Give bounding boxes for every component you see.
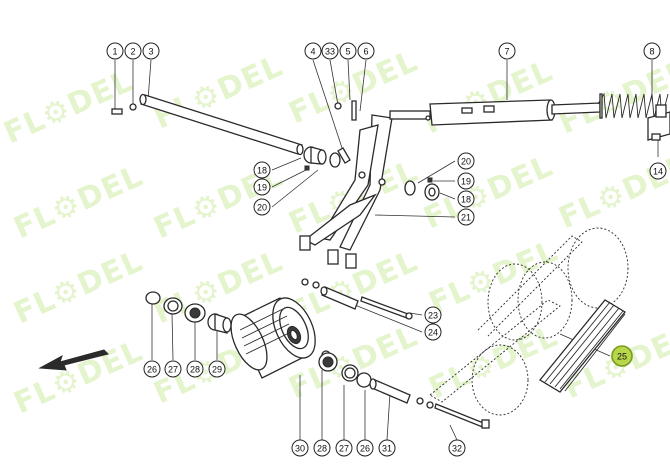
- callout-29: 29: [208, 360, 226, 378]
- callout-number: 29: [212, 365, 222, 375]
- callout-number: 2: [130, 47, 135, 57]
- callout-number: 4: [310, 47, 315, 57]
- tension-cylinder: [389, 99, 601, 126]
- left-bushings: [303, 146, 341, 171]
- callout-27: 27: [335, 439, 353, 457]
- callout-number: 32: [452, 444, 462, 454]
- callout-32: 32: [448, 439, 466, 457]
- leader-lines: [114, 59, 659, 441]
- callout-number: 28: [190, 365, 200, 375]
- swing-arm: [299, 100, 393, 269]
- callout-number: 21: [461, 213, 471, 223]
- callout-number: 14: [653, 167, 663, 177]
- drive-belt: [429, 227, 629, 416]
- callout-20: 20: [457, 152, 475, 170]
- callout-6: 6: [357, 42, 375, 60]
- callout-number: 26: [360, 444, 370, 454]
- callout-14: 14: [649, 162, 667, 180]
- callout-19: 19: [253, 178, 271, 196]
- callout-number: 7: [504, 47, 509, 57]
- callout-23: 23: [424, 306, 442, 324]
- callout-31: 31: [378, 439, 396, 457]
- callout-number: 25: [617, 352, 627, 362]
- callout-30: 30: [291, 439, 309, 457]
- callout-number: 3: [148, 47, 153, 57]
- callout-number: 18: [257, 166, 267, 176]
- callout-26: 26: [143, 360, 161, 378]
- right-bushings: [404, 177, 440, 201]
- callout-4: 4: [304, 42, 322, 60]
- callout-number: 26: [147, 365, 157, 375]
- right-bearings: [318, 350, 490, 429]
- spring: [597, 92, 669, 119]
- callout-number: 6: [363, 47, 368, 57]
- callout-18: 18: [253, 161, 271, 179]
- callout-7: 7: [498, 42, 516, 60]
- callout-1: 1: [106, 42, 124, 60]
- callout-28: 28: [313, 439, 331, 457]
- callout-number: 19: [461, 177, 471, 187]
- callout-number: 20: [257, 203, 267, 213]
- callout-number: 8: [649, 47, 654, 57]
- callout-8: 8: [643, 42, 661, 60]
- callout-21: 21: [457, 208, 475, 226]
- callout-number: 18: [461, 195, 471, 205]
- callout-25: 25: [611, 345, 633, 367]
- callout-5: 5: [339, 42, 357, 60]
- callout-number: 27: [168, 365, 178, 375]
- callout-33: 33: [321, 42, 339, 60]
- callout-19: 19: [457, 172, 475, 190]
- pins: [301, 278, 413, 320]
- callout-27: 27: [164, 360, 182, 378]
- callout-24: 24: [424, 323, 442, 341]
- callout-number: 31: [382, 444, 392, 454]
- bracket: [647, 104, 670, 141]
- callout-number: 33: [325, 47, 335, 57]
- callout-number: 5: [345, 47, 350, 57]
- callout-number: 27: [339, 444, 349, 454]
- left-bearings: [145, 291, 232, 334]
- rod-assembly: [111, 93, 304, 156]
- callout-number: 20: [461, 157, 471, 167]
- pulley-roller: [230, 297, 316, 379]
- callout-26: 26: [356, 439, 374, 457]
- callout-28: 28: [186, 360, 204, 378]
- arrow-down-left-icon: [38, 349, 109, 371]
- callout-number: 24: [428, 328, 438, 338]
- callout-number: 1: [112, 47, 117, 57]
- callout-3: 3: [142, 42, 160, 60]
- callout-2: 2: [124, 42, 142, 60]
- callout-18: 18: [457, 190, 475, 208]
- callout-20: 20: [253, 198, 271, 216]
- callout-number: 19: [257, 183, 267, 193]
- callout-number: 28: [317, 444, 327, 454]
- callout-number: 23: [428, 311, 438, 321]
- callout-number: 30: [295, 444, 305, 454]
